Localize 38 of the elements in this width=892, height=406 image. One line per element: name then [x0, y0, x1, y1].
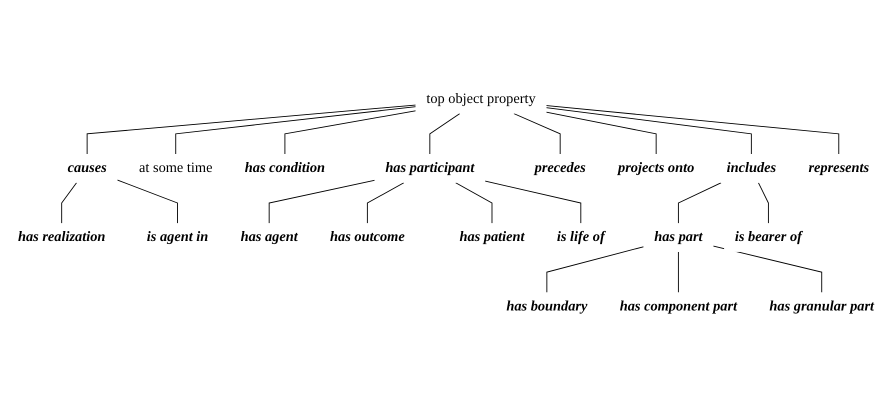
connector: [546, 112, 657, 154]
node-text: causes: [68, 160, 107, 176]
node-text: has realization: [18, 229, 106, 245]
connector: [175, 106, 416, 154]
node-text: is agent in: [146, 229, 208, 245]
connector: [546, 246, 644, 293]
node-text: includes: [726, 160, 776, 176]
node-text: has outcome: [330, 229, 405, 245]
node-text: has agent: [240, 229, 298, 245]
connector: [117, 180, 178, 224]
node-text: is life of: [556, 229, 605, 245]
connector: [61, 182, 77, 224]
connector: [484, 180, 582, 224]
connector: [678, 182, 722, 224]
connector: [429, 113, 460, 154]
node-text: has component part: [620, 298, 738, 314]
connector: [712, 246, 822, 293]
node-text: represents: [808, 160, 870, 176]
node-text: has granular part: [769, 298, 874, 314]
connector: [513, 113, 561, 154]
connector: [366, 182, 404, 224]
connector: [546, 107, 752, 154]
node-text: projects onto: [618, 160, 694, 176]
node-text: precedes: [534, 160, 586, 176]
connector: [268, 180, 375, 224]
connector: [758, 182, 769, 224]
node-text: has condition: [244, 160, 326, 176]
node-text: has participant: [385, 160, 474, 176]
connector: [546, 105, 840, 154]
connector: [455, 182, 492, 224]
connector: [284, 110, 416, 154]
connector: [678, 252, 679, 293]
node-text: has part: [654, 229, 703, 245]
node-text: has patient: [459, 229, 525, 245]
node-text: at some time: [139, 160, 212, 176]
node-text: has boundary: [506, 298, 588, 314]
node-text: top object property: [426, 91, 536, 106]
connector: [86, 104, 416, 154]
